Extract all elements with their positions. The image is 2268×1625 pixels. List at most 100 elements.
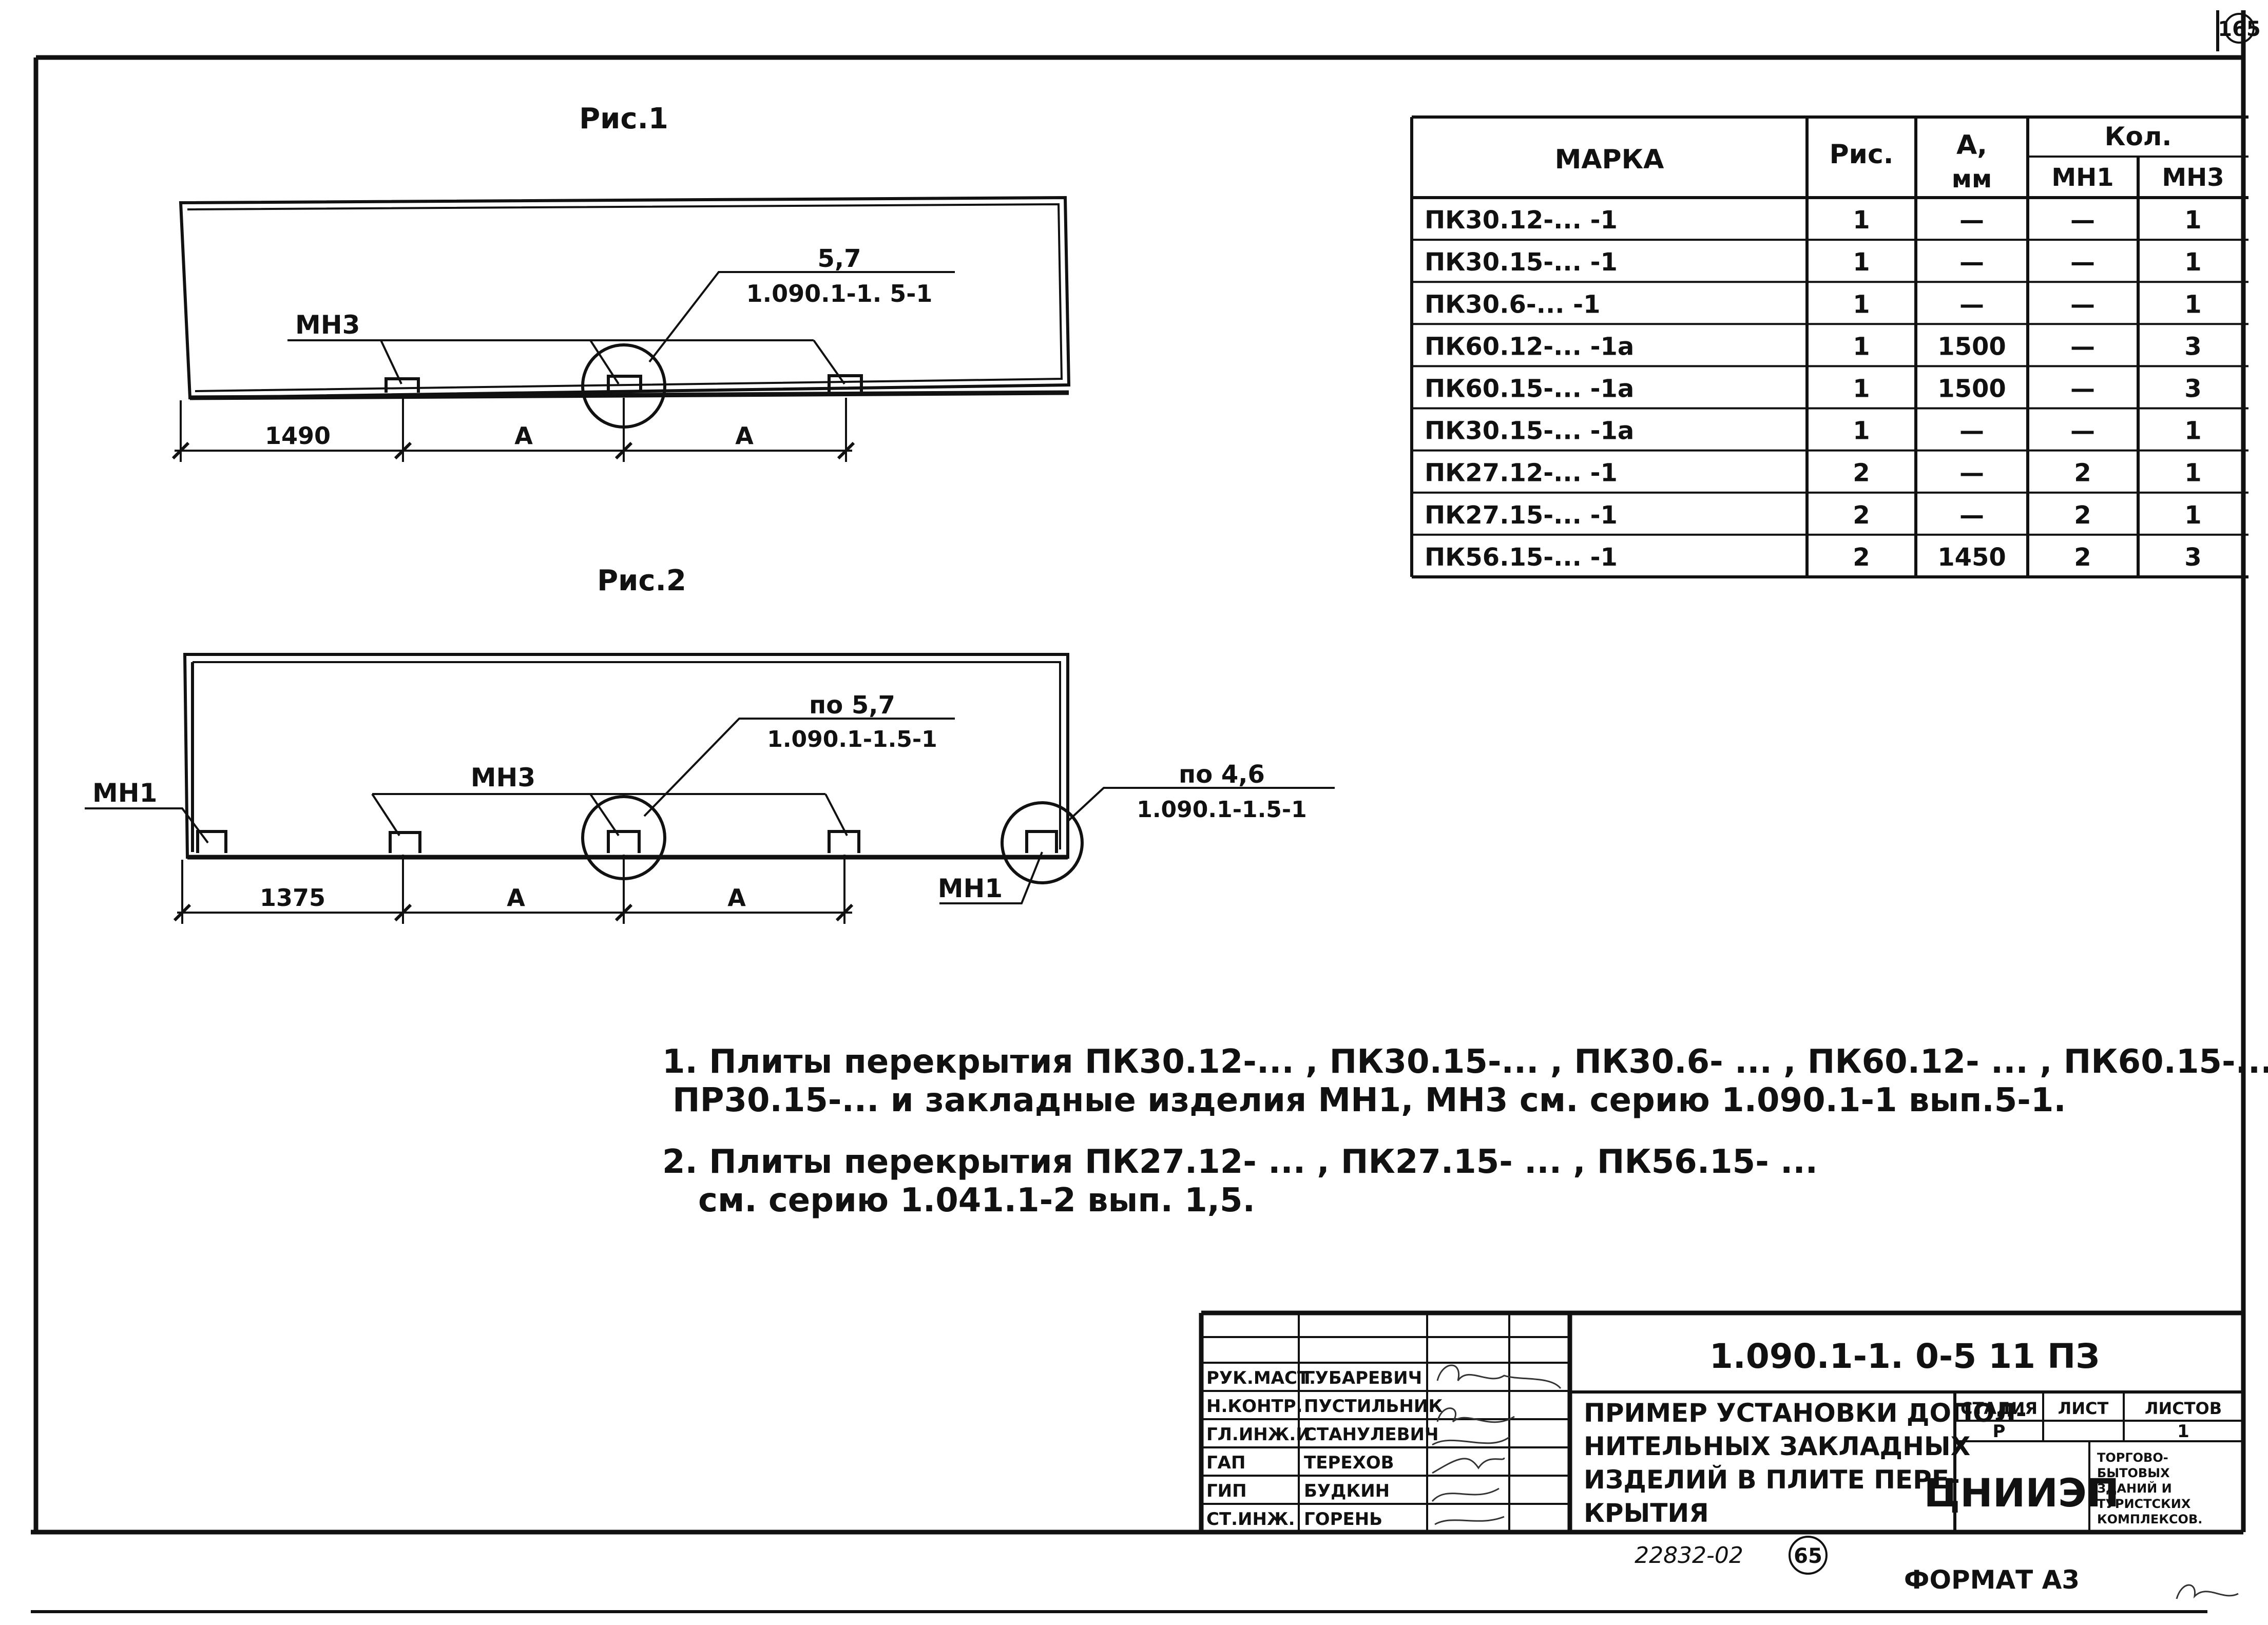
stamp-title-3: ИЗДЕЛИЙ В ПЛИТЕ ПЕРЕ- bbox=[1584, 1464, 1960, 1495]
fig2-ref2-series: 1.090.1-1.5-1 bbox=[1137, 797, 1307, 823]
table-cell-mn1: 2 bbox=[2074, 459, 2091, 488]
table-cell-ris: 1 bbox=[1853, 290, 1870, 319]
stamp-role: ГАП bbox=[1206, 1453, 1245, 1473]
table-cell-ris: 1 bbox=[1853, 248, 1870, 277]
th-a: А, bbox=[1956, 130, 1987, 161]
table-cell-a: — bbox=[1959, 417, 1984, 446]
table-cell-a: — bbox=[1959, 290, 1984, 319]
fig1-dimension-line bbox=[171, 398, 855, 462]
table-cell-marka: ПК30.6-... -1 bbox=[1425, 290, 1601, 319]
table-cell-a: — bbox=[1959, 501, 1984, 530]
stamp-title-2: НИТЕЛЬНЫХ ЗАКЛАДНЫХ bbox=[1584, 1431, 1970, 1461]
table-cell-mn1: — bbox=[2070, 332, 2095, 361]
stamp-code: 1.090.1-1. 0-5 11 ПЗ bbox=[1709, 1337, 2100, 1376]
stamp-role: СТ.ИНЖ. bbox=[1206, 1509, 1295, 1530]
table-cell-marka: ПК27.12-... -1 bbox=[1425, 459, 1618, 488]
fig1-slab bbox=[179, 196, 1071, 400]
stamp-org-sub-line: КОМПЛЕКСОВ. bbox=[2097, 1512, 2202, 1526]
table-cell-a: 1500 bbox=[1937, 375, 2006, 403]
table-cell-mn3: 1 bbox=[2184, 290, 2201, 319]
table-cell-ris: 2 bbox=[1853, 501, 1870, 530]
table-cell-a: — bbox=[1959, 459, 1984, 488]
th-mn1: МН1 bbox=[2051, 163, 2113, 192]
fig2-ref1-leader bbox=[643, 718, 955, 817]
fig1-mn3-label: МН3 bbox=[295, 310, 360, 340]
stamp-list-label: ЛИСТ bbox=[2058, 1399, 2109, 1418]
fig2-title: Рис.2 bbox=[597, 564, 686, 597]
table-cell-mn1: — bbox=[2070, 290, 2095, 319]
stamp-org-sub-line: ЗДАНИЙ И bbox=[2097, 1481, 2172, 1496]
fig2-dimension-line bbox=[173, 855, 854, 924]
fig2-dim-left: 1375 bbox=[260, 884, 325, 912]
stamp-listov-label: ЛИСТОВ bbox=[2145, 1399, 2222, 1418]
table-cell-marka: ПК60.15-... -1а bbox=[1425, 375, 1634, 403]
title-block bbox=[1199, 1310, 2243, 1532]
stamp-title-1: ПРИМЕР УСТАНОВКИ ДОПОЛ- bbox=[1584, 1398, 2027, 1428]
table-cell-a: — bbox=[1959, 248, 1984, 277]
table-cell-ris: 1 bbox=[1853, 375, 1870, 403]
fig2-mn1-bottom: МН1 bbox=[938, 874, 1003, 903]
stamp-role: ГИП bbox=[1206, 1481, 1247, 1501]
stamp-org-sub-line: ТУРИСТСКИХ bbox=[2097, 1497, 2191, 1511]
fig2-mn3-label: МН3 bbox=[471, 763, 535, 792]
table-cell-marka: ПК27.15-... -1 bbox=[1425, 501, 1618, 530]
fig2-dim-a1: А bbox=[507, 884, 525, 912]
stamp-stadia-label: СТАДИЯ bbox=[1961, 1399, 2038, 1418]
stamp-org-sub-line: ТОРГОВО- bbox=[2097, 1450, 2168, 1465]
fig2-ref1-num: по 5,7 bbox=[809, 691, 895, 720]
fig2-ref1-series: 1.090.1-1.5-1 bbox=[767, 726, 937, 752]
table-cell-marka: ПК30.12-... -1 bbox=[1425, 206, 1618, 235]
table-cell-mn1: — bbox=[2070, 375, 2095, 403]
table-cell-ris: 1 bbox=[1853, 332, 1870, 361]
th-marka: МАРКА bbox=[1555, 144, 1664, 175]
fig1-dim-a1: А bbox=[514, 422, 533, 450]
fig2-mn1-leader-left bbox=[85, 807, 209, 844]
fig1-ref-series: 1.090.1-1. 5-1 bbox=[746, 280, 933, 307]
table-cell-ris: 1 bbox=[1853, 206, 1870, 235]
table-cell-marka: ПК30.15-... -1а bbox=[1425, 417, 1634, 446]
note-2-line-1: 2. Плиты перекрытия ПК27.12- ... , ПК27.… bbox=[662, 1143, 1818, 1181]
fig2-dim-a2: А bbox=[727, 884, 746, 912]
table-cell-mn3: 1 bbox=[2184, 248, 2201, 277]
note-2-line-2: см. серию 1.041.1-2 вып. 1,5. bbox=[698, 1182, 1255, 1220]
th-ris: Рис. bbox=[1829, 139, 1893, 170]
footer-sheet-circle bbox=[1789, 1536, 1828, 1575]
stamp-name: СТАНУЛЕВИЧ bbox=[1304, 1424, 1438, 1445]
fig2-mn1-leader-bottom bbox=[939, 852, 1043, 904]
footer-signature bbox=[2176, 1584, 2239, 1599]
fig2-mn3-leader-mid bbox=[589, 793, 620, 837]
table-cell-mn3: 3 bbox=[2184, 543, 2201, 572]
table-cell-mn1: — bbox=[2070, 206, 2095, 235]
fig1-mn3-parts bbox=[385, 374, 863, 393]
table-cell-mn1: 2 bbox=[2074, 543, 2091, 572]
stamp-role: ГЛ.ИНЖ.И bbox=[1206, 1424, 1311, 1445]
stamp-listov: 1 bbox=[2177, 1421, 2189, 1442]
fig1-dim-a2: А bbox=[735, 422, 754, 450]
table-cell-a: 1450 bbox=[1937, 543, 2006, 572]
note-1-line-1: 1. Плиты перекрытия ПК30.12-... , ПК30.1… bbox=[662, 1043, 2268, 1081]
fig2-detail-circle-right bbox=[1001, 801, 1084, 884]
fig1-dim-left: 1490 bbox=[265, 422, 331, 450]
fig1-ref-leader bbox=[648, 271, 955, 363]
fig1-ref-num: 5,7 bbox=[817, 244, 861, 273]
note-1-line-2: ПР30.15-... и закладные изделия МН1, МН3… bbox=[672, 1081, 2066, 1119]
table-cell-a: 1500 bbox=[1937, 332, 2006, 361]
table-cell-ris: 1 bbox=[1853, 417, 1870, 446]
page-number-circle bbox=[2224, 13, 2255, 44]
table-cell-mn3: 1 bbox=[2184, 501, 2201, 530]
table-cell-mn3: 3 bbox=[2184, 332, 2201, 361]
fig1-mn3-leader-left bbox=[287, 339, 402, 384]
footer-format: ФОРМАТ А3 bbox=[1904, 1565, 2080, 1595]
fig2-embedded-parts bbox=[196, 830, 1058, 853]
page-number: 165 bbox=[2218, 17, 2261, 41]
marka-table bbox=[1410, 115, 2248, 578]
table-cell-a: — bbox=[1959, 206, 1984, 235]
stamp-org-sub-line: БЫТОВЫХ bbox=[2097, 1466, 2170, 1480]
stamp-stadia: Р bbox=[1993, 1421, 2006, 1442]
fig2-mn1-left: МН1 bbox=[92, 778, 157, 808]
stamp-role: РУК.МАСТ. bbox=[1206, 1368, 1316, 1388]
stamp-name: ТЕРЕХОВ bbox=[1304, 1453, 1394, 1473]
